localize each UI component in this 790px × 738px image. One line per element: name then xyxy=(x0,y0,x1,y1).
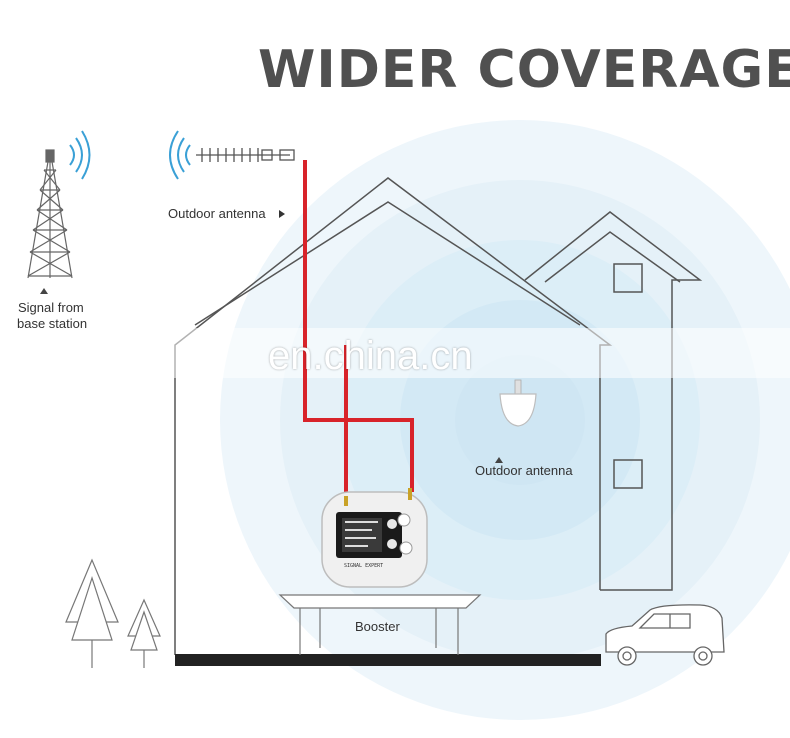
antenna-label-arrow-icon xyxy=(279,210,285,218)
floor xyxy=(175,654,601,666)
tower-signal-waves-icon xyxy=(69,130,91,180)
antenna-signal-waves-icon xyxy=(169,130,191,180)
tower-label-line2: base station xyxy=(17,316,88,331)
tree-large-icon xyxy=(65,558,119,668)
yagi-antenna-icon xyxy=(196,148,295,162)
device-brand: SIGNAL EXPERT xyxy=(344,563,383,569)
cell-tower-icon xyxy=(27,149,73,279)
tower-label-line1: Signal from xyxy=(18,300,84,315)
booster-table xyxy=(278,594,482,655)
booster-device: SIGNAL EXPERT xyxy=(321,488,428,588)
watermark: en.china.cn xyxy=(268,334,473,378)
tower-pointer-icon xyxy=(40,288,48,294)
large-house xyxy=(174,177,613,655)
tree-small-icon xyxy=(127,598,161,668)
booster-label: Booster xyxy=(355,619,400,634)
watermark-band xyxy=(0,328,790,378)
page-title: WIDER COVERAGE xyxy=(258,40,790,100)
indoor-antenna-label: Outdoor antenna xyxy=(475,463,573,478)
ceiling-antenna-icon xyxy=(499,379,537,427)
indoor-pointer-icon xyxy=(495,457,503,463)
car-icon xyxy=(605,604,725,666)
small-house xyxy=(524,211,703,591)
outdoor-antenna-label: Outdoor antenna xyxy=(168,206,266,221)
